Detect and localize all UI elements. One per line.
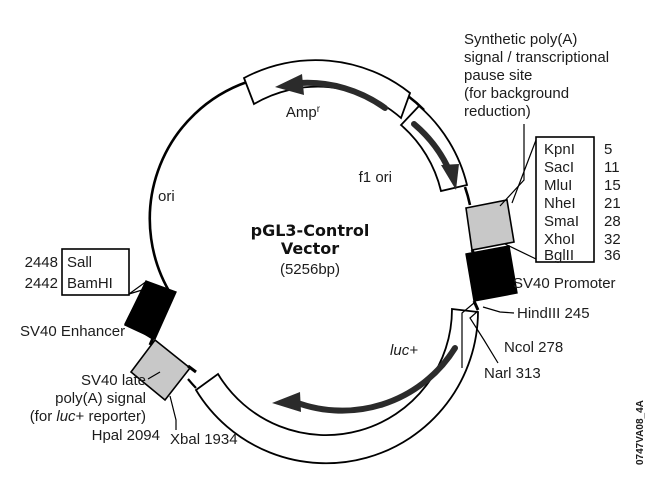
mcs-leader-top bbox=[511, 139, 537, 204]
mcs-position-4: 28 bbox=[604, 213, 621, 230]
left-restriction-box: Sall BamHI 2448 2442 bbox=[25, 248, 153, 296]
mcs-leader-bottom bbox=[504, 243, 537, 260]
mcs-enzyme-1: SacI bbox=[544, 159, 574, 176]
hpal-label: Hpal 2094 bbox=[92, 427, 160, 444]
mcs-position-6: 36 bbox=[604, 247, 621, 264]
enhancer-polya-junction bbox=[148, 337, 155, 346]
vector-title-line2: Vector bbox=[281, 239, 339, 258]
mcs-enzyme-4: SmaI bbox=[544, 213, 579, 230]
amp-arrow-shaft bbox=[297, 79, 388, 111]
sv40-late-polya-annotation: SV40 late poly(A) signal (for luc+ repor… bbox=[30, 371, 161, 425]
synthetic-polya-line-2: signal / transcriptional bbox=[464, 49, 609, 66]
ncol-label: Ncol 278 bbox=[504, 339, 563, 356]
sv40-late-polya-line-3: (for luc+ reporter) bbox=[30, 408, 146, 425]
xbal-leader bbox=[169, 395, 177, 430]
mcs-position-5: 32 bbox=[604, 231, 621, 248]
synthetic-polya-line-5: reduction) bbox=[464, 103, 531, 120]
hindiii-label: HindIII 245 bbox=[517, 305, 590, 322]
sv40-late-polya-line-1: SV40 late bbox=[81, 372, 146, 389]
mcs-enzyme-3: NheI bbox=[544, 195, 576, 212]
figure-code: 0747VA08_4A bbox=[635, 400, 646, 465]
right-restriction-sites: HindIII 245 Ncol 278 Narl 313 bbox=[461, 302, 590, 382]
backbone-arc-lower-left bbox=[187, 378, 197, 389]
sv40-late-polya-leader bbox=[147, 371, 161, 380]
synthetic-polya-annotation: Synthetic poly(A) signal / transcription… bbox=[464, 31, 609, 207]
sv40-promoter-box bbox=[465, 245, 518, 302]
sv40-promoter-label: SV40 Promoter bbox=[513, 275, 616, 292]
bamhi-label: BamHI bbox=[67, 275, 113, 292]
mcs-enzyme-0: KpnI bbox=[544, 141, 575, 158]
xbal-label: Xbal 1934 bbox=[170, 431, 238, 448]
sv40-enhancer-shape bbox=[124, 280, 177, 340]
narl-label: Narl 313 bbox=[484, 365, 541, 382]
mcs-gray-box bbox=[465, 199, 515, 251]
polya-luc-junction bbox=[187, 364, 197, 374]
synthetic-polya-line-4: (for background bbox=[464, 85, 569, 102]
sv40-late-polya-shape bbox=[129, 338, 192, 402]
luc-arc-box bbox=[194, 307, 479, 465]
mcs-position-0: 5 bbox=[604, 141, 612, 158]
synthetic-polya-leader bbox=[499, 124, 525, 207]
sall-position: 2448 bbox=[25, 254, 58, 271]
luc-label: luc+ bbox=[390, 342, 418, 359]
mcs-position-2: 15 bbox=[604, 177, 621, 194]
narl-leader bbox=[461, 302, 475, 368]
vector-title-line1: pGL3-Control bbox=[251, 221, 370, 240]
mcs-enzyme-6: BglII bbox=[544, 247, 574, 264]
sv40-promoter-shape bbox=[465, 245, 518, 302]
ncol-leader bbox=[469, 310, 499, 364]
luc-arrow-head bbox=[272, 392, 301, 412]
sall-leader bbox=[128, 286, 153, 295]
luc-arrow-shaft bbox=[287, 345, 458, 414]
backbone-arc-right bbox=[463, 186, 472, 206]
mcs-position-1: 11 bbox=[604, 159, 620, 176]
hindiii-leader bbox=[482, 306, 515, 314]
sv40-enhancer-box bbox=[124, 280, 177, 340]
sall-label: Sall bbox=[67, 254, 92, 271]
backbone-arc-left bbox=[148, 80, 248, 297]
vector-size-label: (5256bp) bbox=[280, 261, 340, 278]
f1-ori-label: f1 ori bbox=[359, 169, 392, 186]
sall-bamhi-border bbox=[61, 248, 130, 296]
sv40-late-polya-line-2: poly(A) signal bbox=[55, 390, 146, 407]
mcs-enzyme-2: MluI bbox=[544, 177, 572, 194]
mcs-table-border bbox=[535, 136, 595, 263]
figure-code-group: 0747VA08_4A bbox=[635, 400, 646, 465]
synthetic-polya-line-3: pause site bbox=[464, 67, 532, 84]
mcs-position-3: 21 bbox=[604, 195, 621, 212]
ori-label: ori bbox=[158, 188, 175, 205]
amp-arrow-head bbox=[275, 74, 304, 95]
amp-resistance-feature bbox=[242, 59, 412, 120]
synthetic-polya-line-1: Synthetic poly(A) bbox=[464, 31, 577, 48]
mcs-enzyme-5: XhoI bbox=[544, 231, 575, 248]
mcs-restriction-table: KpnI SacI MluI NheI SmaI XhoI BglII 5 11… bbox=[504, 136, 621, 264]
sv40-late-polya-box bbox=[129, 338, 192, 402]
f1-ori-feature bbox=[399, 104, 469, 193]
bamhi-leader bbox=[128, 280, 148, 295]
f1-ori-arrow-head bbox=[441, 164, 459, 190]
xbal-annotation: Xbal 1934 bbox=[169, 395, 238, 448]
luc-reporter-feature bbox=[194, 307, 479, 465]
bamhi-position: 2442 bbox=[25, 275, 58, 292]
mcs-box-shape bbox=[465, 199, 515, 251]
promoter-luc-junction bbox=[472, 300, 480, 311]
sv40-enhancer-label: SV40 Enhancer bbox=[20, 323, 125, 340]
amp-label: Ampr bbox=[286, 104, 321, 121]
